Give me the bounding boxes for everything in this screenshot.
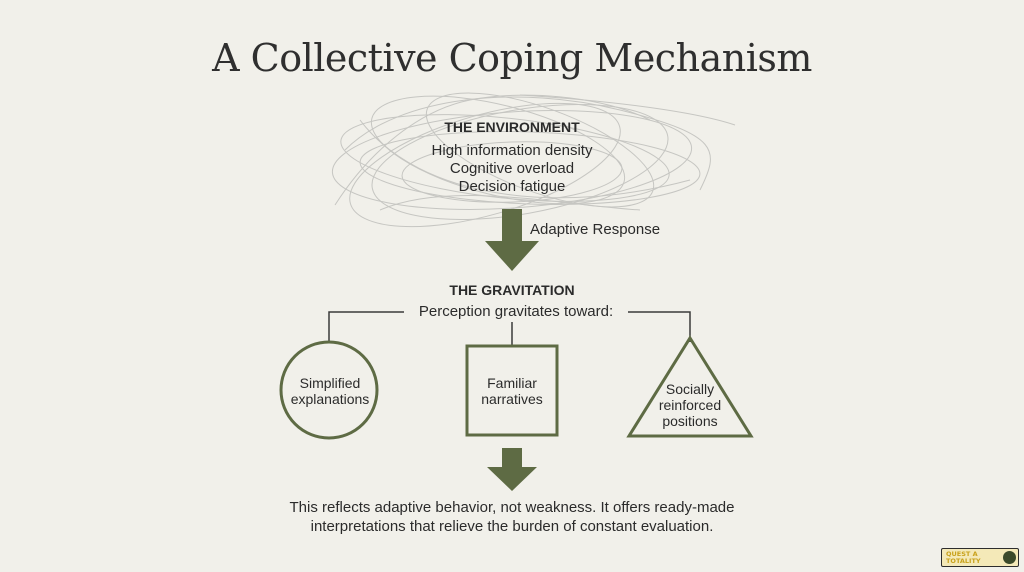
gravitation-subheading: Perception gravitates toward: xyxy=(404,302,628,322)
option-label-line: narratives xyxy=(481,391,543,407)
square-shape xyxy=(465,344,559,437)
connector-lines xyxy=(328,311,691,346)
option-label-line: explanations xyxy=(290,391,370,407)
watermark-line: QUEST A xyxy=(946,550,978,558)
mascot-icon xyxy=(1003,551,1016,564)
environment-line: Cognitive overload xyxy=(449,160,575,177)
option-label-socially-reinforced-positions: Socially reinforced positions xyxy=(640,381,740,429)
option-label-familiar-narratives: Familiar narratives xyxy=(467,375,557,407)
page-title: A Collective Coping Mechanism xyxy=(212,36,812,80)
environment-block: THE ENVIRONMENT High information density… xyxy=(362,118,662,196)
option-label-line: Simplified xyxy=(299,375,361,391)
environment-line: High information density xyxy=(431,142,593,159)
scribble-cloud-icon xyxy=(331,92,736,228)
circle-shape xyxy=(279,340,379,440)
option-label-line: Familiar xyxy=(487,375,537,391)
environment-heading: THE ENVIRONMENT xyxy=(444,119,580,135)
environment-line: Decision fatigue xyxy=(458,178,566,195)
conclusion-text: This reflects adaptive behavior, not wea… xyxy=(232,498,792,536)
watermark-line: TOTALITY xyxy=(946,557,981,565)
watermark-logo: QUEST A TOTALITY xyxy=(941,548,1019,567)
conclusion-line: This reflects adaptive behavior, not wea… xyxy=(289,499,735,516)
conclusion-line: interpretations that relieve the burden … xyxy=(310,518,714,535)
option-label-line: positions xyxy=(662,413,718,429)
option-label-simplified-explanations: Simplified explanations xyxy=(280,375,380,407)
triangle-shape xyxy=(626,335,754,438)
option-label-line: reinforced xyxy=(658,397,722,413)
option-label-line: Socially xyxy=(665,381,715,397)
arrow-down-icon xyxy=(487,448,537,491)
arrow-down-icon xyxy=(485,209,539,271)
gravitation-heading: THE GRAVITATION xyxy=(449,282,575,298)
adaptive-response-label: Adaptive Response xyxy=(530,221,661,238)
